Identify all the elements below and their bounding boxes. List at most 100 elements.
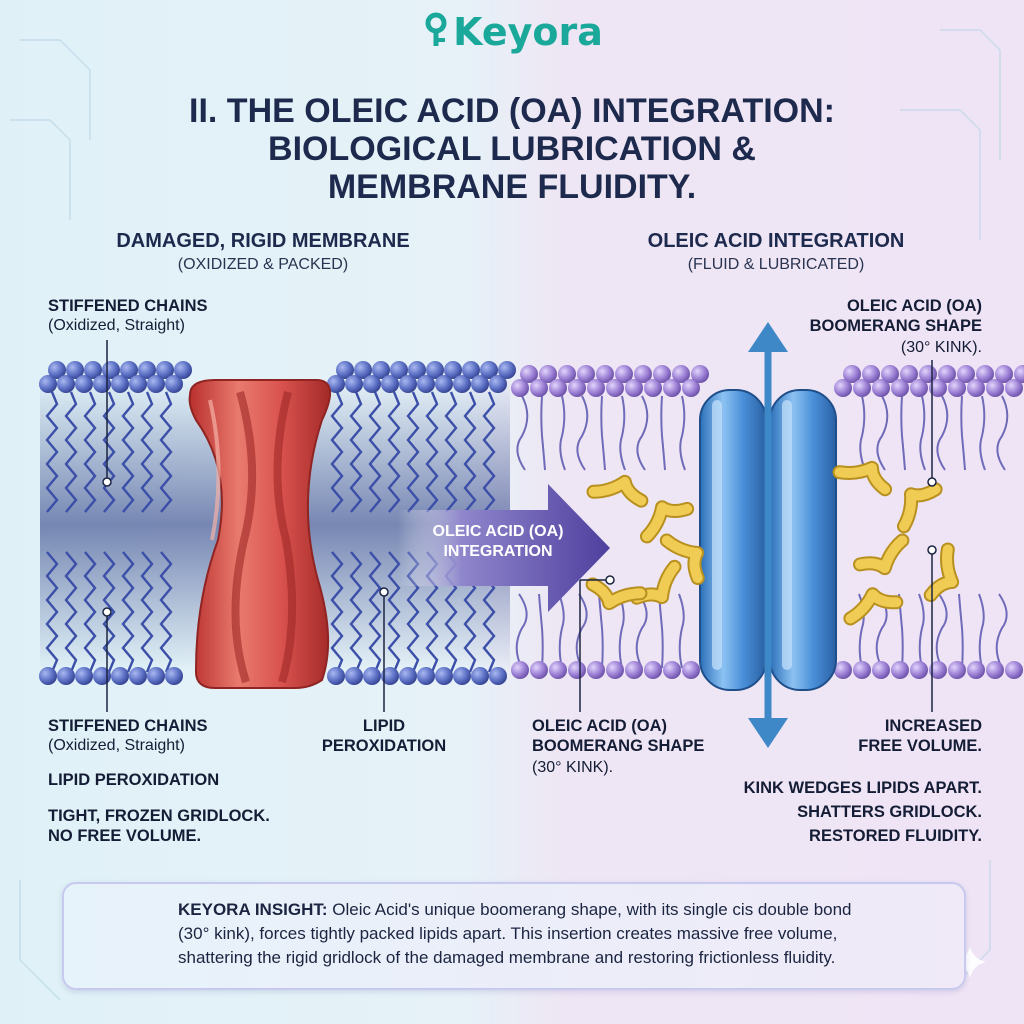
fluid-tail — [636, 395, 649, 471]
fluid-head — [634, 365, 652, 383]
fluid-tail — [660, 395, 666, 471]
rigid-head — [129, 375, 147, 393]
page-title: II. THE OLEIC ACID (OA) INTEGRATION: BIO… — [62, 92, 962, 206]
rigid-head — [327, 667, 345, 685]
rigid-head — [390, 361, 408, 379]
rigid-head — [453, 375, 471, 393]
rigid-head — [39, 375, 57, 393]
fluid-head — [862, 365, 880, 383]
fluid-head — [910, 379, 928, 397]
oleic-acid-boomerang — [832, 460, 893, 497]
rigid-tail — [444, 391, 458, 513]
rigid-tail — [140, 551, 154, 673]
fluid-tail — [679, 395, 686, 471]
oa-bottom-label-line-3: (30° KINK). — [532, 759, 614, 776]
rigid-head — [336, 361, 354, 379]
oleic-acid-boomerang — [586, 474, 649, 508]
rigid-tail — [368, 551, 382, 673]
rigid-tail — [140, 391, 154, 513]
rigid-tail — [330, 391, 344, 513]
fluid-tail — [619, 395, 626, 471]
fluid-head — [976, 365, 994, 383]
fluid-tail — [540, 395, 546, 471]
oa-bottom-label-line-1: OLEIC ACID (OA) — [532, 717, 668, 735]
fluid-head — [881, 365, 899, 383]
rigid-tail — [64, 551, 78, 673]
brand-logo: Keyora — [0, 10, 1024, 57]
rigid-tail — [83, 391, 97, 513]
rigid-head — [345, 375, 363, 393]
key-icon — [421, 12, 451, 57]
fluid-head — [843, 365, 861, 383]
rigid-tail — [330, 551, 344, 673]
callout-lines — [102, 340, 937, 712]
rigid-head — [75, 667, 93, 685]
insight-line-2: (30° kink), forces tightly packed lipids… — [178, 924, 838, 943]
circuit-background — [10, 29, 1001, 1001]
fluid-head — [872, 661, 890, 679]
rigid-head — [48, 361, 66, 379]
rigid-tail — [45, 551, 59, 673]
rigid-head — [147, 375, 165, 393]
title-line-1: II. THE OLEIC ACID (OA) INTEGRATION: — [189, 92, 835, 130]
oa-top-label-line-1: OLEIC ACID (OA) — [846, 297, 982, 315]
rigid-head — [471, 375, 489, 393]
fluid-head — [948, 379, 966, 397]
fluid-head — [1005, 661, 1023, 679]
oleic-acid-boomerang — [659, 533, 705, 586]
fluid-tail — [859, 395, 866, 471]
rigid-head — [453, 667, 471, 685]
stiffened-chains-top-label: STIFFENED CHAINS — [48, 297, 208, 315]
rigid-head — [138, 361, 156, 379]
fluid-head — [520, 365, 538, 383]
rigid-head — [93, 667, 111, 685]
rigid-head — [372, 361, 390, 379]
oleic-acid-boomerang — [853, 533, 910, 576]
fluid-head — [986, 379, 1004, 397]
fluid-head — [587, 379, 605, 397]
fluid-head — [606, 661, 624, 679]
insight-box: KEYORA INSIGHT: Oleic Acid's unique boom… — [62, 882, 966, 990]
fluid-head — [967, 661, 985, 679]
fluid-tail — [995, 593, 1008, 669]
fluid-lipid-heads — [511, 365, 1024, 679]
fluid-tail — [960, 395, 966, 471]
rigid-head — [165, 375, 183, 393]
fluid-head — [853, 661, 871, 679]
fluid-head — [596, 365, 614, 383]
fluid-head — [644, 661, 662, 679]
fluid-tail — [658, 593, 664, 669]
integration-arrow-line-2: INTEGRATION — [443, 543, 553, 560]
fluid-tail — [678, 593, 685, 669]
right-panel-subheading: (FLUID & LUBRICATED) — [687, 256, 865, 273]
integration-arrow-label: OLEIC ACID (OA) INTEGRATION — [398, 522, 598, 562]
fluid-head — [872, 379, 890, 397]
fluid-head — [663, 379, 681, 397]
rigid-head — [471, 667, 489, 685]
fluid-head — [549, 379, 567, 397]
fluid-head — [530, 379, 548, 397]
fluidity-note-line-1: KINK WEDGES LIPIDS APART. — [743, 779, 982, 797]
fluid-head — [549, 661, 567, 679]
rigid-head — [381, 375, 399, 393]
peroxidation-center-line-1: LIPID — [362, 717, 406, 735]
fluid-head — [625, 661, 643, 679]
rigid-head — [57, 375, 75, 393]
title-line-2: BIOLOGICAL LUBRICATION & — [268, 130, 756, 168]
fluid-head — [834, 379, 852, 397]
fluid-head — [910, 661, 928, 679]
fluid-head — [967, 379, 985, 397]
gridlock-note-line-1: TIGHT, FROZEN GRIDLOCK. — [48, 807, 270, 825]
insight-text: KEYORA INSIGHT: Oleic Acid's unique boom… — [178, 898, 958, 970]
fluid-head — [1014, 365, 1024, 383]
fluid-head — [957, 365, 975, 383]
title-line-3: MEMBRANE FLUIDITY. — [327, 168, 697, 206]
rigid-tail — [406, 391, 420, 513]
rigid-head — [66, 361, 84, 379]
insight-line-1-text: Oleic Acid's unique boomerang shape, wit… — [332, 900, 852, 919]
rigid-head — [84, 361, 102, 379]
fluid-tail — [598, 593, 604, 669]
rigid-head — [57, 667, 75, 685]
brand-name: Keyora — [453, 10, 603, 54]
oleic-acid-boomerang — [639, 500, 695, 544]
